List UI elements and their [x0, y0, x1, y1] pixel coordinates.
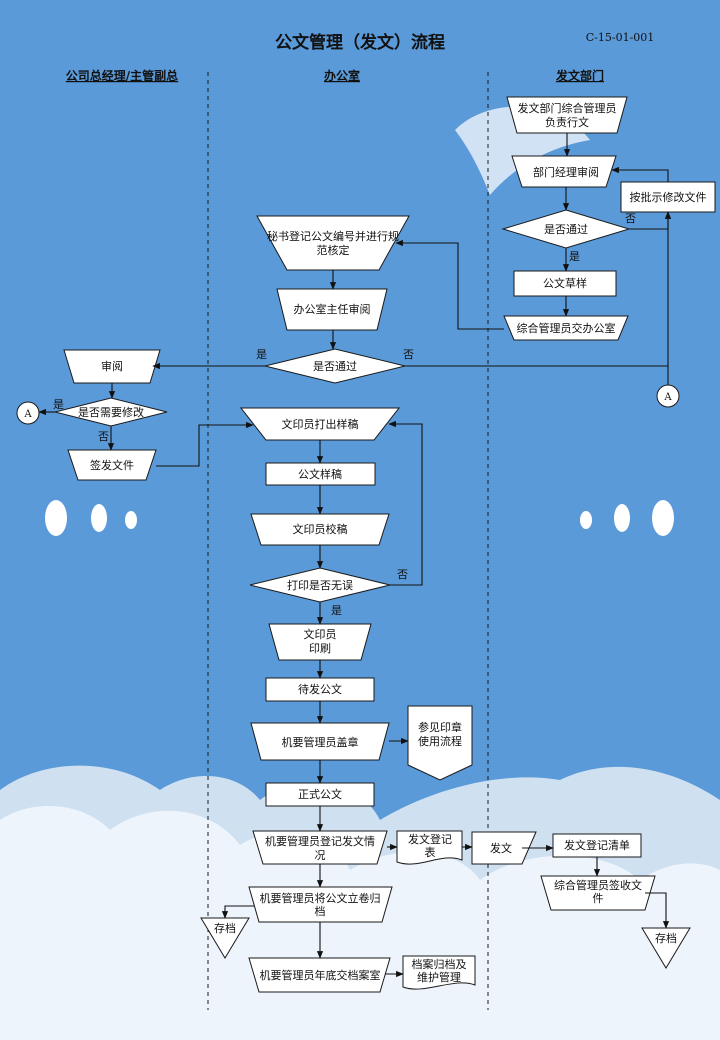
- node-official: 正式公文: [298, 787, 342, 801]
- node-pending: 待发公文: [298, 682, 342, 696]
- node-sign: 签发文件: [90, 458, 134, 472]
- node-sample: 公文样稿: [298, 467, 342, 481]
- node-seal-ref: 参见印章使用流程: [418, 720, 462, 748]
- node-volume-shape: [248, 886, 393, 923]
- node-m-pass: 是否通过: [313, 360, 357, 373]
- node-archive-mgmt-shape: [402, 955, 476, 990]
- edge-mpass-connector: [405, 365, 669, 385]
- connector-left: A: [23, 409, 32, 420]
- edge-signrecv-archive: [645, 892, 670, 929]
- edge-sign-printdraft: [156, 421, 254, 467]
- labels: 发文部门综合管理员负责行文 部门经理审阅 按批示修改文件 是否通过 公文草样 综…: [23, 101, 706, 984]
- page-title: 公文管理（发文）流程: [275, 32, 445, 53]
- node-volume: 机要管理员将公文立卷归档: [260, 891, 381, 918]
- edge-labels: 否 是 是 否 是 否 否 是: [53, 212, 636, 617]
- lane-header-middle: 办公室: [324, 68, 360, 83]
- node-print-ok: 打印是否无误: [287, 578, 353, 592]
- node-director-shape: [276, 288, 388, 331]
- node-dept-review-shape: [511, 155, 617, 188]
- edge-label-r-yes: 是: [569, 250, 580, 263]
- node-dept-review: 部门经理审阅: [533, 165, 599, 179]
- node-log-form: 发文登记表: [408, 832, 452, 859]
- node-log: 机要管理员登记发文情况: [265, 834, 375, 862]
- shapes: [16, 96, 716, 993]
- node-start-shape: [506, 96, 628, 134]
- edge-label-r-no: 否: [625, 212, 636, 225]
- node-draft: 公文草样: [543, 276, 587, 290]
- node-modify-shape: [620, 181, 716, 213]
- edge-label-print-no: 否: [397, 568, 408, 581]
- doc-code: C-15-01-001: [586, 31, 655, 44]
- edge-label-l-yes: 是: [53, 398, 64, 411]
- node-sign-shape: [67, 449, 157, 481]
- connector-right: A: [663, 392, 672, 403]
- node-r-pass: 是否通过: [544, 223, 588, 236]
- node-submit: 综合管理员交办公室: [517, 321, 616, 335]
- edges: [38, 133, 672, 978]
- node-l-review: 审阅: [101, 359, 123, 373]
- node-log-shape: [252, 830, 388, 865]
- node-proof: 文印员校稿: [293, 522, 348, 536]
- node-register: 秘书登记公文编号并进行规范核定: [267, 229, 399, 257]
- node-print-shape: [268, 623, 372, 661]
- node-print-draft: 文印员打出样稿: [282, 417, 359, 431]
- node-log-form-shape: [396, 830, 463, 865]
- node-send-shape: [471, 831, 537, 865]
- node-print: 文印员印刷: [304, 627, 337, 655]
- node-seal-shape: [250, 722, 390, 761]
- node-register-shape: [256, 215, 410, 271]
- node-l-archive: 存档: [214, 921, 236, 935]
- edge-label-print-yes: 是: [331, 604, 342, 617]
- node-draft-shape: [513, 270, 617, 297]
- node-send: 发文: [490, 841, 512, 855]
- node-seal: 机要管理员盖章: [282, 735, 359, 749]
- lane-header-left: 公司总经理/主管副总: [66, 68, 178, 83]
- lane-header-right: 发文部门: [555, 68, 604, 83]
- node-send-list: 发文登记清单: [564, 838, 630, 852]
- edge-submit-register: [395, 239, 504, 330]
- node-seal-ref-shape: [407, 705, 473, 781]
- edge-label-l-no: 否: [98, 430, 109, 443]
- node-submit-shape: [503, 315, 629, 341]
- node-print-draft-shape: [239, 407, 401, 441]
- node-yearend: 机要管理员年底交档案室: [260, 968, 381, 982]
- node-sign-recv-shape: [540, 875, 656, 911]
- edge-label-m-no: 否: [403, 348, 414, 361]
- node-archive-mgmt: 档案归档及维护管理: [412, 957, 467, 984]
- node-need-mod: 是否需要修改: [78, 405, 144, 419]
- edge-label-m-yes: 是: [256, 348, 267, 361]
- edge-printok-printdraft: [388, 420, 423, 586]
- node-proof-shape: [250, 513, 390, 546]
- node-director: 办公室主任审阅: [294, 302, 371, 316]
- node-modify: 按批示修改文件: [630, 190, 707, 204]
- node-yearend-shape: [248, 957, 391, 993]
- node-r-archive: 存档: [655, 931, 677, 945]
- node-sign-recv: 综合管理员签收文件: [554, 878, 642, 905]
- edge-modify-review: [611, 166, 669, 182]
- node-l-review-shape: [63, 349, 161, 384]
- edge-volume-larchive: [221, 905, 254, 919]
- node-need-mod-shape: [54, 397, 168, 427]
- node-start: 发文部门综合管理员负责行文: [518, 101, 617, 129]
